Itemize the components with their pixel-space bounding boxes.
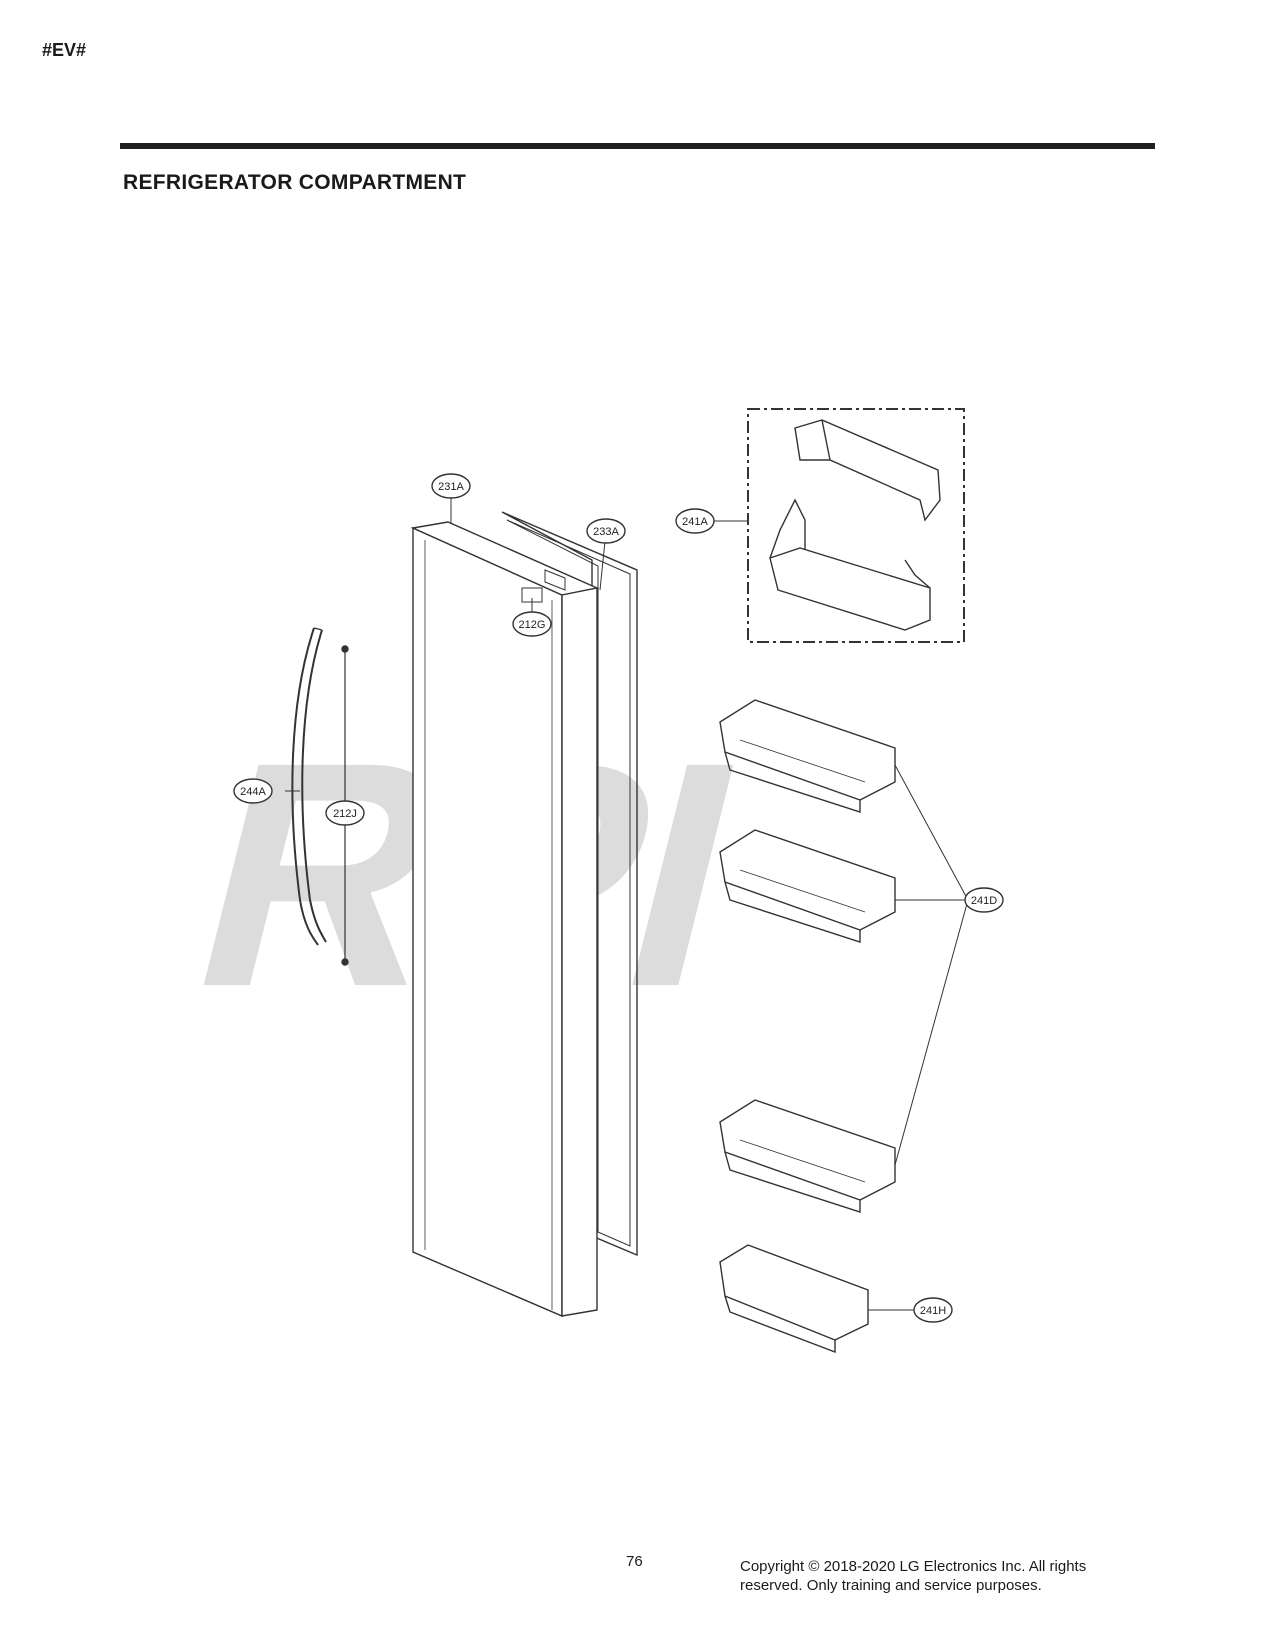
callout-241A-bubble [675, 508, 715, 534]
header-rule [120, 143, 1155, 149]
callout-244A-bubble [233, 778, 273, 804]
door-bin-2 [719, 829, 896, 943]
callout-241A: 241A [682, 516, 708, 528]
copyright-notice: Copyright © 2018-2020 LG Electronics Inc… [740, 1558, 1087, 1594]
callout-231A-bubble [431, 473, 471, 499]
door-bin-small [719, 1244, 869, 1354]
door-gasket [501, 511, 638, 1257]
callout-244A: 244A [240, 786, 266, 798]
callout-241D: 241D [971, 895, 997, 907]
callout-233A: 233A [593, 526, 619, 538]
shelf-bin-upper [769, 498, 931, 631]
callout-231A: 231A [438, 481, 464, 493]
door-handle [291, 627, 327, 946]
callout-212G: 212G [519, 619, 546, 631]
door-bin-1 [719, 699, 896, 813]
callout-241H-bubble [913, 1297, 953, 1323]
callout-212J-bubble [325, 800, 365, 826]
door-bin-3 [719, 1099, 896, 1213]
leader-lines [285, 498, 969, 1311]
shelf-assembly-box [747, 408, 965, 643]
callout-241H: 241H [920, 1305, 946, 1317]
callout-241D-bubble [964, 887, 1004, 913]
page-number: 76 [626, 1553, 643, 1570]
shelf-cover [794, 419, 941, 522]
callout-233A-bubble [586, 518, 626, 544]
door-panel [410, 521, 600, 1318]
page-title: REFRIGERATOR COMPARTMENT [123, 171, 467, 194]
callout-212J: 212J [333, 808, 357, 820]
model-tag: #EV# [42, 40, 87, 60]
callout-212G-bubble [512, 611, 552, 637]
